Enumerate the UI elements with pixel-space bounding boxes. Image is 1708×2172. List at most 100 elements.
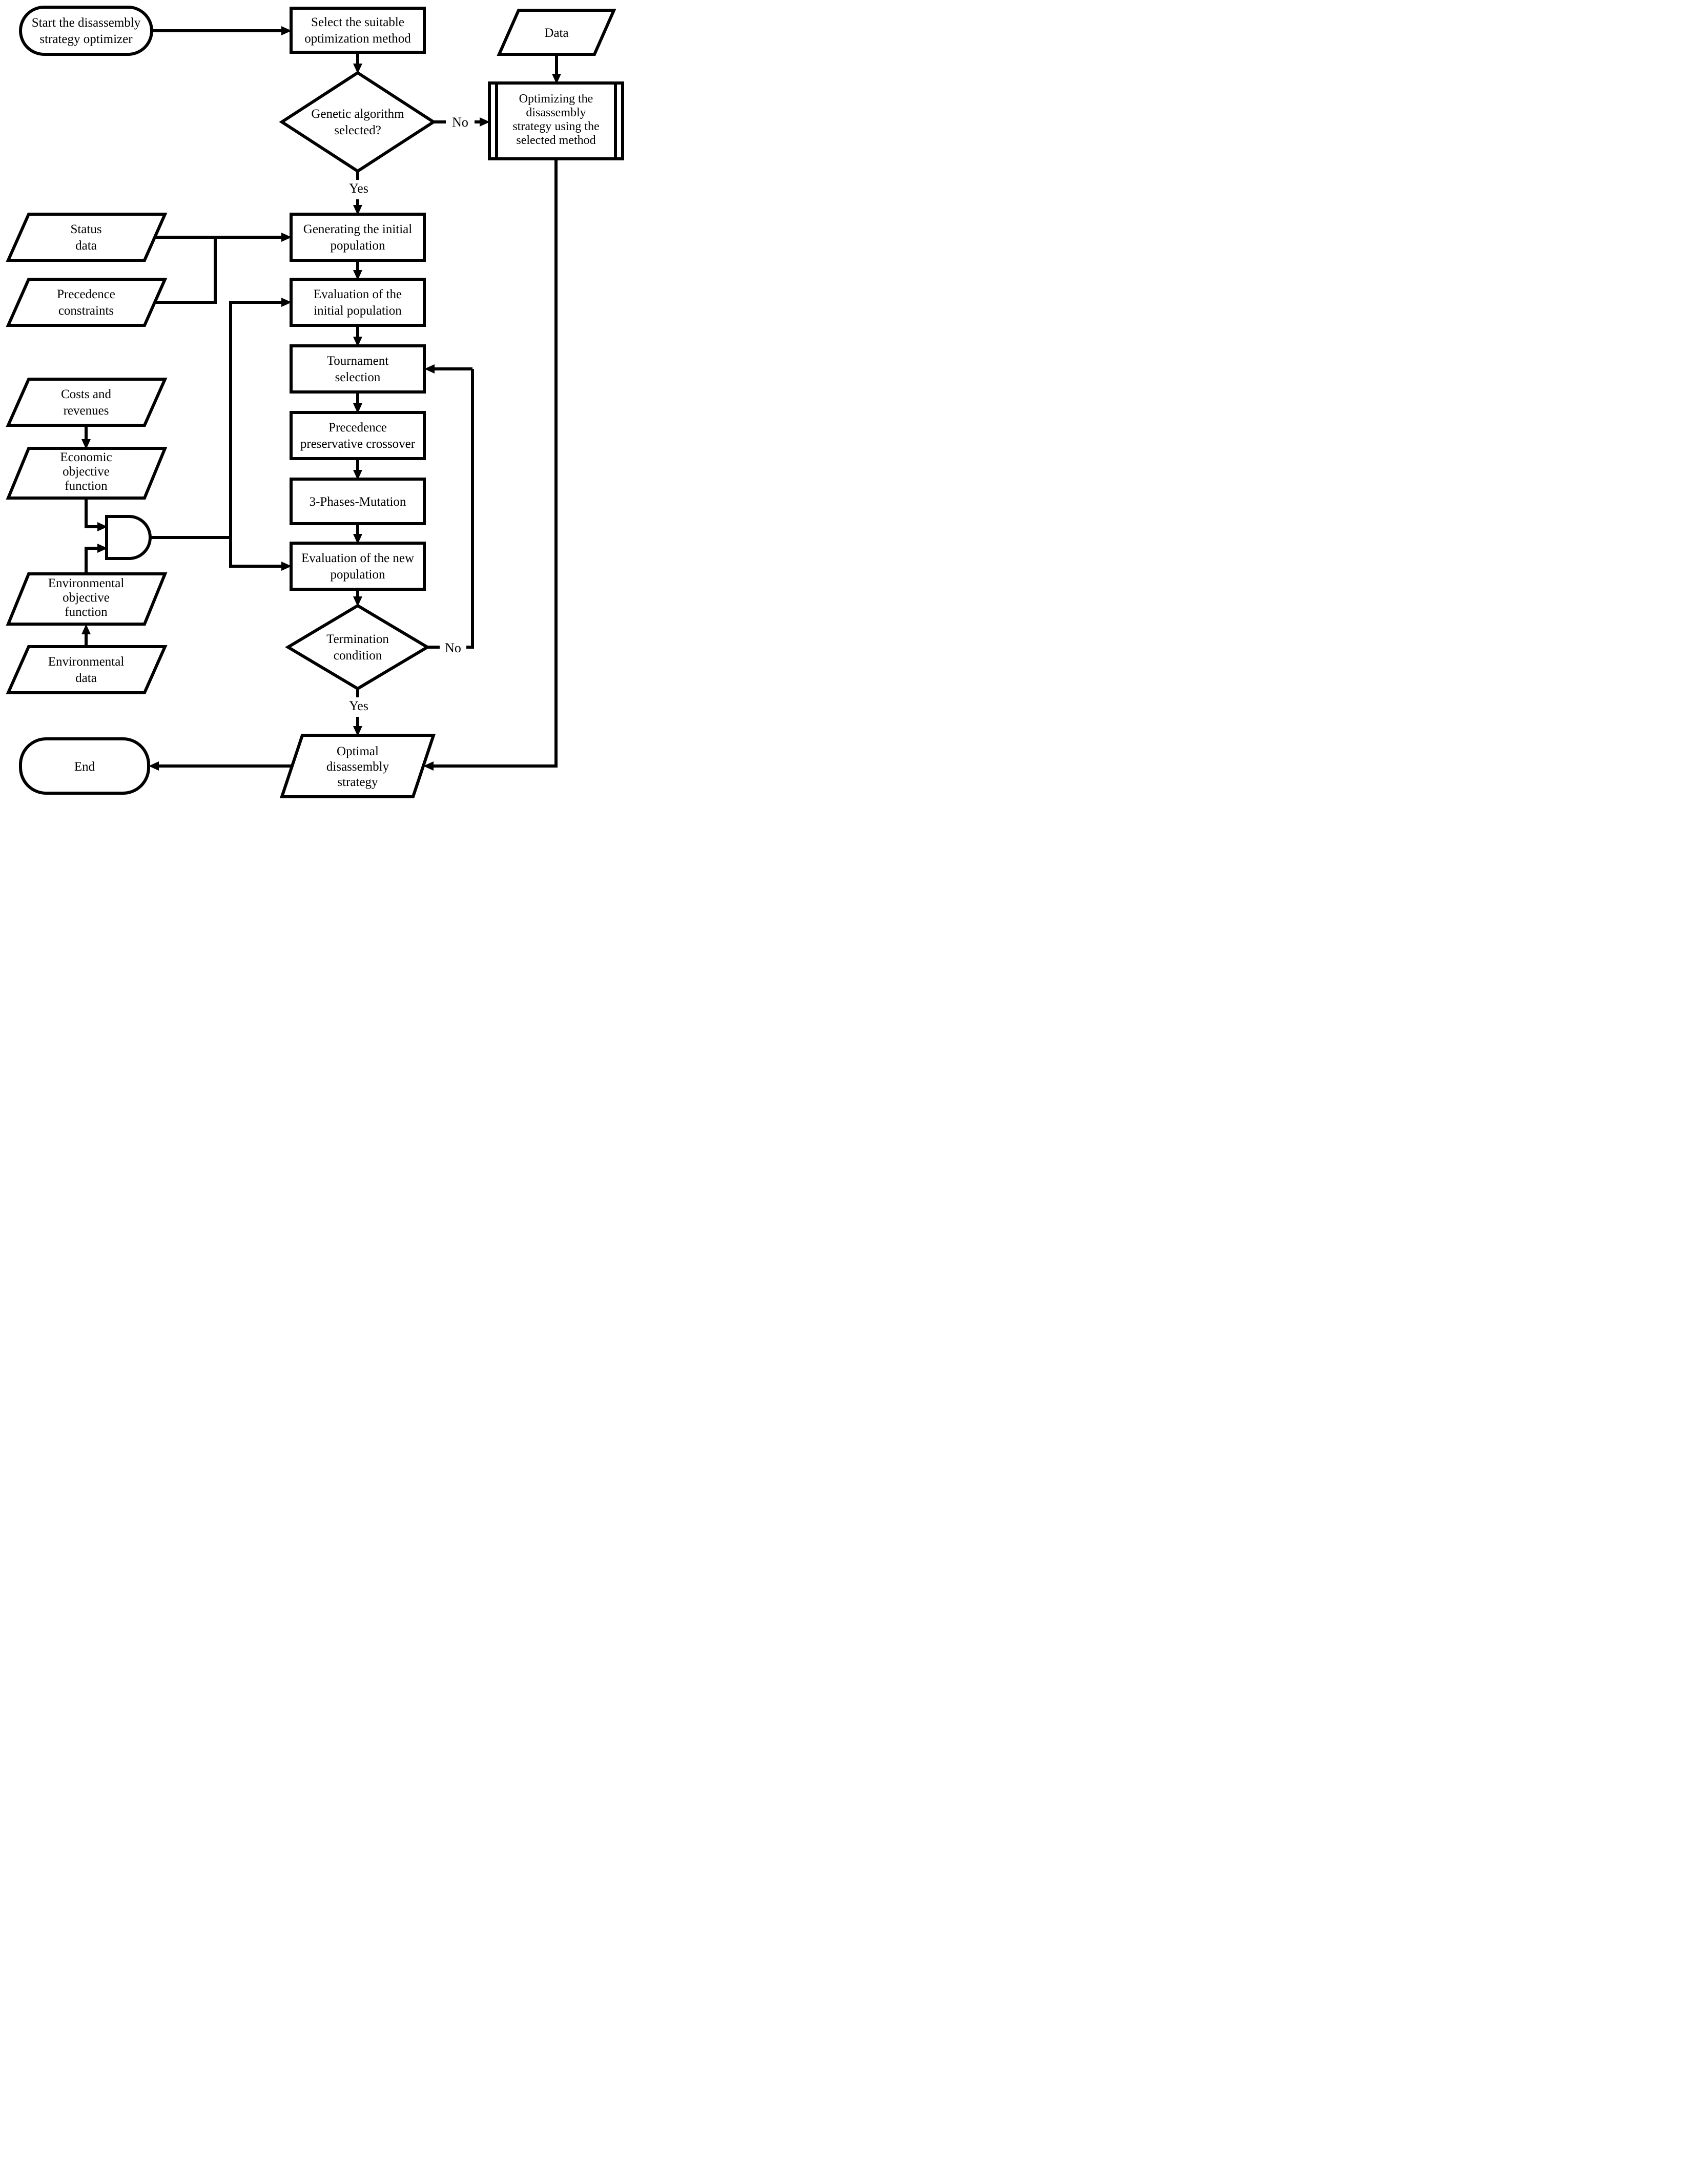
- data-input-label: Data: [544, 26, 568, 40]
- end-label: End: [74, 760, 95, 774]
- termination-condition-label-line1: Termination: [326, 632, 389, 646]
- node-and-gate: [105, 515, 152, 560]
- node-start: Start the disassembly strategy optimizer: [19, 6, 153, 56]
- ga-no-label-bg: [446, 112, 475, 131]
- node-evaluate-new-population: Evaluation of the new population: [290, 542, 426, 591]
- node-costs-and-revenues: Costs and revenues: [6, 378, 168, 427]
- environmental-objective-function-label-line2: objective: [63, 591, 110, 605]
- termination-condition-label-line2: condition: [334, 649, 382, 663]
- termination-no-label: No: [445, 640, 461, 655]
- node-ga-selected-decision: Genetic algorithm selected?: [279, 71, 437, 173]
- precedence-constraints-parallelogram-shape: [6, 278, 168, 327]
- environmental-objective-function-label-line1: Environmental: [48, 576, 125, 590]
- costs-and-revenues-label-line2: revenues: [64, 404, 109, 418]
- termination-yes-label-bg: [343, 697, 374, 717]
- ga-no-label: No: [452, 115, 468, 130]
- evaluate-initial-population-process-shape: [290, 278, 426, 327]
- select-method-process-shape: [290, 7, 426, 54]
- select-method-label-line1: Select the suitable: [311, 15, 404, 29]
- edge-env-objective-to-gate: [85, 544, 108, 574]
- edge-labels: No Yes No Yes: [343, 112, 475, 717]
- tournament-selection-process-shape: [290, 344, 426, 394]
- tournament-selection-label-line2: selection: [335, 370, 381, 384]
- node-three-phases-mutation: 3-Phases-Mutation: [290, 478, 426, 525]
- node-evaluate-initial-population: Evaluation of the initial population: [290, 278, 426, 327]
- evaluate-new-population-process-shape: [290, 542, 426, 591]
- node-optimal-disassembly-strategy: Optimal disassembly strategy: [279, 734, 436, 798]
- precedence-preservative-crossover-label-line1: Precedence: [328, 421, 387, 435]
- economic-objective-function-label-line3: function: [65, 479, 108, 493]
- precedence-preservative-crossover-process-shape: [290, 411, 426, 460]
- evaluate-new-population-label-line1: Evaluation of the new: [301, 551, 414, 565]
- environmental-objective-function-label-line3: function: [65, 605, 108, 619]
- optimize-other-method-label-line1: Optimizing the: [519, 92, 593, 106]
- node-precedence-preservative-crossover: Precedence preservative crossover: [290, 411, 426, 460]
- node-select-method: Select the suitable optimization method: [290, 7, 426, 54]
- three-phases-mutation-process-shape: [290, 478, 426, 525]
- flowchart-canvas: No Yes No Yes Start the disassembly stra…: [0, 0, 635, 810]
- economic-objective-function-label-line2: objective: [63, 465, 110, 479]
- edges: [81, 26, 561, 771]
- evaluate-new-population-label-line2: population: [331, 568, 385, 582]
- ga-yes-label: Yes: [349, 181, 368, 196]
- ga-selected-label-line2: selected?: [334, 123, 381, 137]
- and-gate-shape: [105, 515, 152, 560]
- costs-and-revenues-label-line1: Costs and: [61, 387, 111, 401]
- economic-objective-function-label-line1: Economic: [60, 450, 112, 464]
- environmental-data-parallelogram-shape: [6, 645, 168, 694]
- evaluate-initial-population-label-line1: Evaluation of the: [314, 287, 402, 301]
- node-optimize-other-method: Optimizing the disassembly strategy usin…: [488, 81, 624, 160]
- termination-no-label-bg: [440, 638, 466, 656]
- termination-yes-label: Yes: [349, 698, 368, 713]
- node-environmental-data: Environmental data: [6, 645, 168, 694]
- three-phases-mutation-label: 3-Phases-Mutation: [310, 495, 406, 509]
- node-economic-objective-function: Economic objective function: [6, 447, 168, 500]
- termination-condition-diamond-shape: [285, 604, 430, 691]
- economic-objective-function-parallelogram-shape: [6, 447, 168, 500]
- data-input-parallelogram-shape: [497, 9, 616, 56]
- node-status-data: Status data: [6, 213, 168, 262]
- edge-predefined-to-optimal: [423, 159, 558, 771]
- generate-initial-population-label-line1: Generating the initial: [303, 222, 412, 236]
- edge-termination-no-riser: [427, 369, 474, 649]
- precedence-preservative-crossover-label-line2: preservative crossover: [300, 437, 416, 451]
- node-end: End: [19, 737, 150, 795]
- optimal-disassembly-strategy-label-line3: strategy: [337, 775, 378, 789]
- select-method-label-line2: optimization method: [304, 32, 411, 46]
- ga-selected-label-line1: Genetic algorithm: [311, 107, 404, 121]
- node-precedence-constraints: Precedence constraints: [6, 278, 168, 327]
- start-terminator-shape: [19, 6, 153, 56]
- edge-economic-to-gate: [85, 498, 108, 531]
- node-generate-initial-population: Generating the initial population: [290, 213, 426, 262]
- node-termination-condition: Termination condition: [285, 604, 430, 691]
- status-data-label-line1: Status: [70, 222, 101, 236]
- start-label-line1: Start the disassembly: [32, 16, 141, 30]
- edge-precedence-join: [155, 236, 217, 304]
- evaluate-initial-population-label-line2: initial population: [314, 304, 402, 318]
- optimize-other-method-label-line3: strategy using the: [512, 120, 599, 133]
- optimize-other-method-label-line2: disassembly: [526, 106, 586, 119]
- costs-and-revenues-parallelogram-shape: [6, 378, 168, 427]
- generate-initial-population-process-shape: [290, 213, 426, 262]
- flowchart-svg: No Yes No Yes Start the disassembly stra…: [6, 6, 624, 798]
- environmental-data-label-line2: data: [75, 671, 97, 685]
- node-data-input: Data: [497, 9, 616, 56]
- generate-initial-population-label-line2: population: [331, 239, 385, 253]
- node-tournament-selection: Tournament selection: [290, 344, 426, 394]
- optimal-disassembly-strategy-label-line2: disassembly: [326, 760, 389, 774]
- precedence-constraints-label-line2: constraints: [58, 304, 114, 318]
- status-data-parallelogram-shape: [6, 213, 168, 262]
- optimize-other-method-predefined-shape: [488, 81, 624, 160]
- end-terminator-shape: [19, 737, 150, 795]
- status-data-label-line2: data: [75, 239, 97, 253]
- optimal-disassembly-strategy-label-line1: Optimal: [337, 744, 379, 758]
- environmental-objective-function-parallelogram-shape: [6, 572, 168, 626]
- tournament-selection-label-line1: Tournament: [327, 354, 388, 368]
- ga-yes-label-bg: [343, 180, 374, 199]
- precedence-constraints-label-line1: Precedence: [57, 287, 115, 301]
- start-label-line2: strategy optimizer: [39, 32, 133, 46]
- optimize-other-method-label-line4: selected method: [516, 134, 595, 147]
- node-environmental-objective-function: Environmental objective function: [6, 572, 168, 626]
- ga-selected-diamond-shape: [279, 71, 437, 173]
- environmental-data-label-line1: Environmental: [48, 655, 125, 669]
